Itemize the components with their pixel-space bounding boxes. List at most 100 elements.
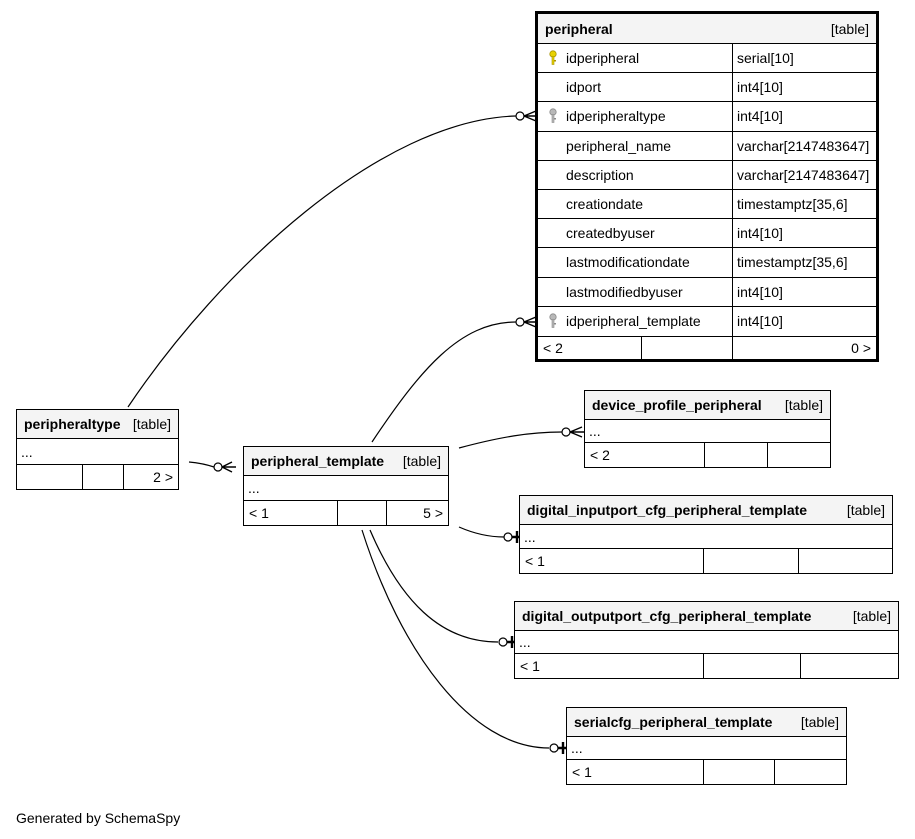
column-type: serial[10] xyxy=(737,50,794,67)
table-header: peripheraltype [table] xyxy=(17,410,178,439)
column-name-cell: peripheral_name xyxy=(538,131,733,160)
column-type: int4[10] xyxy=(737,225,783,242)
table-header: peripheral_template [table] xyxy=(244,447,448,476)
link-template-serialcfg xyxy=(361,529,550,749)
table-tag: [table] xyxy=(132,416,171,432)
table-footer: < 2 0 > xyxy=(538,335,876,360)
column-type: int4[10] xyxy=(737,313,783,330)
columns-ellipsis: ... xyxy=(21,443,33,460)
table-header: peripheral [table] xyxy=(538,14,876,44)
parents-count[interactable]: < 1 xyxy=(515,654,704,678)
cardinality-circle xyxy=(549,743,559,753)
table-body: ... xyxy=(567,737,846,760)
column-name-cell: idperipheral_template xyxy=(538,306,733,336)
children-count[interactable] xyxy=(775,760,846,784)
table-digital-outputport-cfg-peripheral-template[interactable]: digital_outputport_cfg_peripheral_templa… xyxy=(514,601,899,679)
columns-ellipsis: ... xyxy=(571,740,583,756)
children-count[interactable] xyxy=(799,549,892,573)
cardinality-circle xyxy=(498,637,508,647)
column-name-cell: createdbyuser xyxy=(538,219,733,248)
table-name: device_profile_peripheral xyxy=(592,397,762,413)
columns-ellipsis: ... xyxy=(589,423,601,439)
table-body: ... xyxy=(17,439,178,465)
column-name-cell: lastmodifiedbyuser xyxy=(538,277,733,306)
parents-count[interactable]: < 2 xyxy=(585,443,705,467)
table-footer: < 1 xyxy=(515,654,898,678)
parents-count[interactable]: < 1 xyxy=(520,549,704,573)
footer-spacer xyxy=(642,336,733,360)
generator-caption: Generated by SchemaSpy xyxy=(16,810,181,826)
table-peripheral-template[interactable]: peripheral_template [table] ... < 1 5 > xyxy=(243,446,449,526)
link-template-inputport xyxy=(458,526,505,538)
column-type: timestamptz[35,6] xyxy=(737,196,848,213)
column-name-cell: description xyxy=(538,160,733,189)
crows-foot-icon xyxy=(523,110,537,122)
children-count[interactable]: 0 > xyxy=(851,340,871,357)
column-name-cell: creationdate xyxy=(538,189,733,219)
table-name: serialcfg_peripheral_template xyxy=(574,714,773,730)
column-row[interactable]: lastmodifiedbyuser int4[10] xyxy=(538,277,876,307)
column-type: int4[10] xyxy=(737,283,783,300)
link-peripheraltype-peripheral xyxy=(127,115,517,408)
table-body: ... xyxy=(244,476,448,501)
one-bar-icon xyxy=(512,531,520,543)
column-name: lastmodificationdate xyxy=(566,254,690,271)
column-name: lastmodifiedbyuser xyxy=(566,283,683,300)
table-footer: 2 > xyxy=(17,465,178,489)
column-name: idport xyxy=(566,79,602,96)
table-name: digital_outputport_cfg_peripheral_templa… xyxy=(522,608,812,624)
link-template-device-profile xyxy=(458,431,563,449)
footer-spacer xyxy=(705,443,768,467)
link-template-outputport xyxy=(369,529,499,643)
column-row[interactable]: idport int4[10] xyxy=(538,73,876,103)
children-count[interactable] xyxy=(768,443,830,467)
parents-count[interactable]: < 1 xyxy=(567,760,704,784)
column-type: varchar[2147483647] xyxy=(737,166,870,183)
footer-spacer xyxy=(704,654,801,678)
table-tag: [table] xyxy=(846,502,885,518)
column-name: description xyxy=(566,166,634,183)
table-header: digital_inputport_cfg_peripheral_templat… xyxy=(520,496,892,525)
footer-spacer xyxy=(83,465,124,489)
column-type: int4[10] xyxy=(737,79,783,96)
table-header: device_profile_peripheral [table] xyxy=(585,391,830,420)
foreign-key-icon xyxy=(544,108,562,124)
column-type: int4[10] xyxy=(737,108,783,125)
table-tag: [table] xyxy=(784,397,823,413)
parents-count[interactable] xyxy=(17,465,83,489)
columns-ellipsis: ... xyxy=(519,634,531,650)
table-serialcfg-peripheral-template[interactable]: serialcfg_peripheral_template [table] ..… xyxy=(566,707,847,785)
table-name: peripheral_template xyxy=(251,453,385,469)
column-row[interactable]: idperipheraltype int4[10] xyxy=(538,102,876,132)
cardinality-circle xyxy=(561,427,571,437)
children-count[interactable] xyxy=(801,654,898,678)
table-digital-inputport-cfg-peripheral-template[interactable]: digital_inputport_cfg_peripheral_templat… xyxy=(519,495,893,574)
foreign-key-icon xyxy=(544,313,562,329)
column-name: peripheral_name xyxy=(566,137,672,154)
table-name: peripheraltype xyxy=(24,416,121,432)
parents-count[interactable]: < 2 xyxy=(538,336,642,360)
table-body: ... xyxy=(585,420,830,443)
footer-spacer xyxy=(704,549,799,573)
cardinality-circle xyxy=(503,532,513,542)
children-count[interactable]: 2 > xyxy=(153,469,173,485)
crows-foot-icon xyxy=(523,316,537,328)
columns-ellipsis: ... xyxy=(248,480,260,496)
table-tag: [table] xyxy=(800,714,839,730)
table-peripheraltype[interactable]: peripheraltype [table] ... 2 > xyxy=(16,409,179,490)
primary-key-icon xyxy=(544,50,562,66)
children-count[interactable]: 5 > xyxy=(423,505,443,521)
parents-count[interactable]: < 1 xyxy=(244,501,338,525)
column-name: idperipheraltype xyxy=(566,108,666,125)
column-row[interactable]: description varchar[2147483647] xyxy=(538,160,876,190)
column-name-cell: idperipheral xyxy=(538,44,733,73)
table-device-profile-peripheral[interactable]: device_profile_peripheral [table] ... < … xyxy=(584,390,831,468)
